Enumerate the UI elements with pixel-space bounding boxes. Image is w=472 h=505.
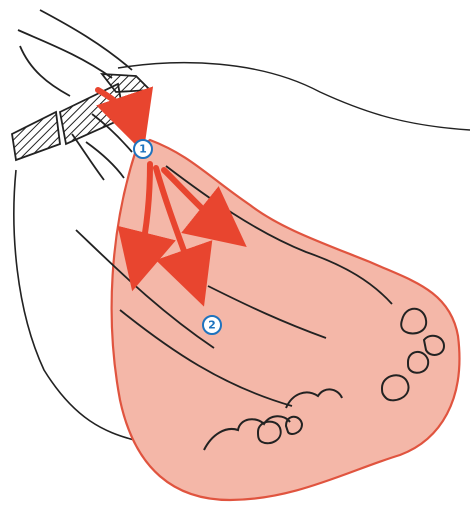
inner-line [86, 142, 124, 178]
callout-1-label: 1 [139, 143, 147, 156]
inner-line [72, 134, 104, 180]
body-contour-line [118, 63, 470, 130]
hatched-wall-block [12, 112, 60, 160]
duct-upper-line [20, 46, 70, 96]
callout-2-label: 2 [208, 319, 216, 332]
duct-upper-line [18, 30, 112, 78]
